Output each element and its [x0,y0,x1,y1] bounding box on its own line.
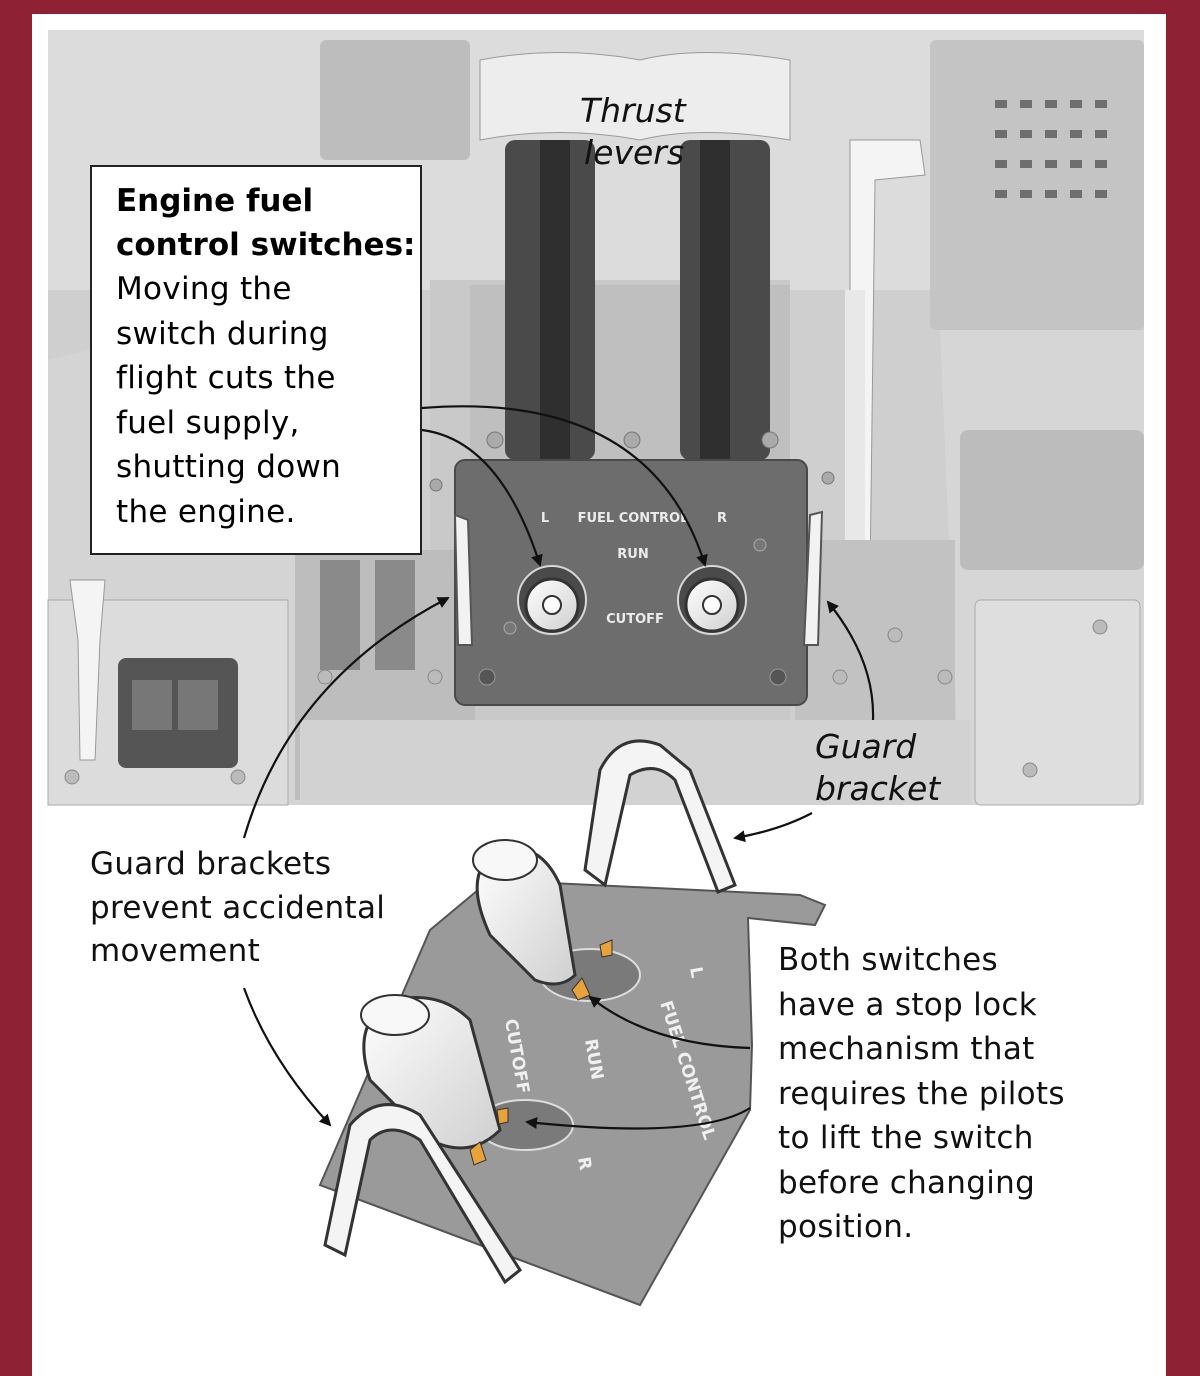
fuel-control-desc-line: fuel supply, [116,404,300,441]
arrow-guard-right [826,600,875,721]
panel-label-fuel-control: FUEL CONTROL [578,511,689,526]
fuel-control-desc-line: Moving the [116,271,292,307]
arrow-stop-lock-upper [588,995,751,1050]
arrow-stop-lock-lower [525,1107,751,1130]
guard-brackets-callout: Guard brackets prevent accidental moveme… [90,846,386,969]
arrow-to-left-switch [421,428,543,567]
fuel-control-desc-line: the engine. [116,493,296,530]
fuel-control-desc-line: switch during [116,315,329,352]
arrow-guard-left-upper [242,597,450,839]
cockpit-scene [47,30,1144,806]
fuel-control-callout: Engine fuel control switches: Moving the… [90,165,422,555]
fuel-control-desc-line: shutting down [116,449,342,485]
arrow-guard-closeup-upper [733,812,813,843]
annotation-arrows [242,405,875,1130]
stop-lock-callout: Both switches have a stop lock mechanism… [778,942,1065,1245]
thrust-levers-label: Thrust levers [580,91,686,172]
switch-closeup [318,739,827,1307]
fuel-control-title-line2: control switches: [116,227,416,263]
panel-label-run: RUN [617,547,648,562]
arrow-guard-closeup-lower [242,987,332,1127]
closeup-label-right: R [573,1155,595,1171]
panel-label-cutoff: CUTOFF [606,612,664,627]
guard-bracket-label: Guard bracket [815,727,941,808]
fuel-control-desc-line: flight cuts the [116,360,336,396]
panel-label-left: L [541,511,549,526]
arrow-to-right-switch [421,405,708,567]
closeup-label-left: L [685,965,707,979]
fuel-control-title-line1: Engine fuel [116,183,314,219]
fuel-control-panel [429,459,835,706]
panel-label-right: R [717,511,727,526]
